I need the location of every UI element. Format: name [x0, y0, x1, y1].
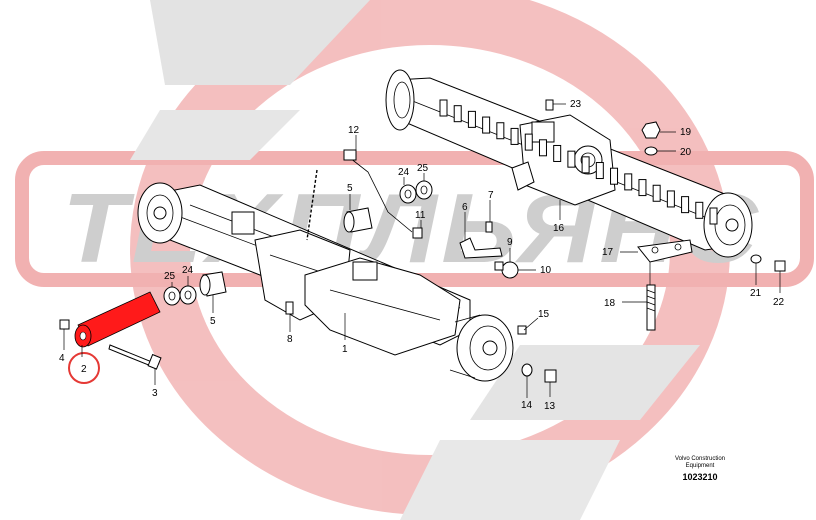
- callout-5-left: 5: [210, 316, 216, 327]
- caption-code: 1023210: [682, 472, 718, 482]
- caption-line1: Volvo Construction: [674, 456, 726, 462]
- part-14-washer: [521, 363, 533, 377]
- callout-24-right: 24: [398, 167, 410, 178]
- callout-2-circle: [68, 352, 100, 384]
- part-19-nut: [641, 121, 661, 139]
- callout-18: 18: [604, 298, 616, 309]
- callout-5-right: 5: [347, 183, 353, 194]
- rear-axle-fin: [652, 184, 661, 202]
- callout-23: 23: [570, 99, 582, 110]
- part-dashed-line: [306, 169, 318, 241]
- part-7-screw: [485, 221, 493, 233]
- callout-13: 13: [544, 401, 556, 412]
- rear-axle-fin: [666, 190, 675, 208]
- part-13-nut: [544, 369, 557, 383]
- callout-6: 6: [462, 202, 468, 213]
- callout-8: 8: [287, 334, 293, 345]
- rear-axle-fin: [681, 196, 690, 214]
- part-2-pin: [74, 291, 161, 348]
- callout-19: 19: [680, 127, 692, 138]
- rear-axle-fin: [581, 156, 590, 174]
- rear-axle-fin: [482, 116, 491, 134]
- callout-17: 17: [602, 247, 614, 258]
- rear-axle-fin: [524, 133, 533, 151]
- callout-14: 14: [521, 400, 533, 411]
- callout-21: 21: [750, 288, 762, 299]
- rear-axle-fin: [496, 122, 505, 140]
- watermark: ТЕХПЛЬЯНС: [15, 0, 814, 520]
- rear-axle-fin: [610, 167, 619, 185]
- rear-axle-fin: [595, 162, 604, 180]
- part-20-washer: [644, 146, 658, 156]
- callout-25-left: 25: [164, 271, 176, 282]
- rear-axle-fin: [510, 127, 519, 145]
- rear-axle-fin: [567, 150, 576, 168]
- part-15-screw: [517, 325, 527, 335]
- part-6-bracket: [459, 237, 503, 259]
- part-8-bolt: [285, 301, 294, 315]
- rear-axle-fin: [467, 110, 476, 128]
- rear-left-hub: [385, 69, 415, 131]
- rear-axle-fins: [439, 99, 718, 225]
- rear-axle-fin: [624, 173, 633, 191]
- rear-axle-fin: [538, 139, 547, 157]
- watermark-logo-top: [150, 0, 370, 85]
- part-11-nipple: [412, 227, 423, 239]
- callout-22: 22: [773, 297, 785, 308]
- part-9-sensor: [501, 261, 519, 279]
- callouts: 1 2 3 4 5 5 6 7 8 9 10 11 12 13 14 15 16…: [59, 99, 785, 412]
- rear-axle-fin: [439, 99, 448, 117]
- leader-lines: [63, 103, 781, 398]
- rear-axle-fin: [453, 105, 462, 123]
- callout-16: 16: [553, 223, 565, 234]
- callout-4: 4: [59, 353, 65, 364]
- rear-axle-fin: [709, 207, 718, 225]
- callout-2: 2: [81, 364, 87, 375]
- rear-axle-fin: [553, 144, 562, 162]
- callout-7: 7: [488, 190, 494, 201]
- callout-10: 10: [540, 265, 552, 276]
- part-24-washer-right: [399, 184, 417, 204]
- part-4-nut: [59, 319, 70, 330]
- rear-axle-fin: [638, 179, 647, 197]
- callout-24-left: 24: [182, 265, 194, 276]
- part-3-bolt: [108, 344, 162, 370]
- watermark-logo-bottom2: [400, 440, 620, 520]
- front-bracket-boss: [231, 211, 255, 235]
- watermark-logo-mid: [130, 110, 300, 160]
- part-21-washer: [750, 254, 762, 264]
- part-24-washer-left: [179, 285, 197, 305]
- part-25-washer-right: [415, 180, 433, 200]
- part-12-grease-line: [349, 157, 413, 233]
- part-12-fitting: [343, 149, 357, 161]
- part-18-stud: [646, 284, 656, 331]
- callout-25-right: 25: [417, 163, 429, 174]
- part-17-plate: [637, 239, 693, 263]
- part-23-bolt: [545, 99, 554, 111]
- callout-3: 3: [152, 388, 158, 399]
- front-axle-assembly: [137, 182, 514, 382]
- callout-20: 20: [680, 147, 692, 158]
- front-casing-boss: [352, 261, 378, 281]
- callout-1: 1: [342, 344, 348, 355]
- callout-11: 11: [415, 210, 426, 221]
- part-22-nut: [774, 260, 786, 272]
- callout-9: 9: [507, 237, 513, 248]
- front-axle-casing: [304, 257, 461, 356]
- caption: Volvo Construction Equipment 1023210: [640, 456, 760, 482]
- part-25-washer-left: [163, 286, 181, 306]
- caption-line2: Equipment: [685, 463, 715, 469]
- rear-axle-fin: [695, 201, 704, 219]
- callout-12: 12: [348, 125, 360, 136]
- part-10-nut: [494, 261, 504, 271]
- callout-15: 15: [538, 309, 550, 320]
